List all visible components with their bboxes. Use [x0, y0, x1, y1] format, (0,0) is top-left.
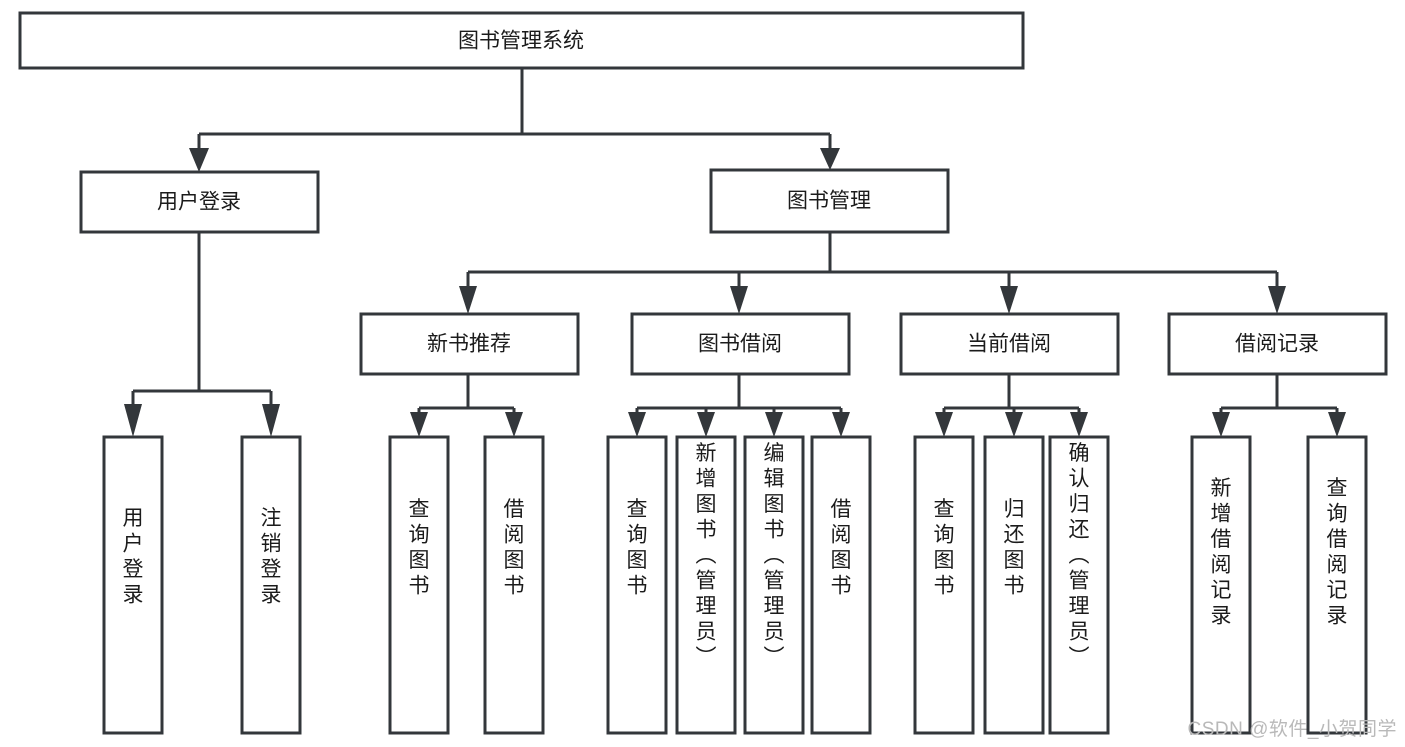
- leaf-newbook-query-box[interactable]: [388, 435, 450, 735]
- arrow-head-leaf-currentborrow-2: [1005, 412, 1023, 437]
- leaf-bookborrow-borrow-box[interactable]: [810, 435, 872, 735]
- arrow-head-leaf-bookborrow-4: [832, 412, 850, 437]
- arrow-head-new-book: [459, 286, 477, 314]
- arrow-head-borrow-record: [1268, 286, 1286, 314]
- node-book-management-box[interactable]: [709, 168, 950, 234]
- leaf-user-login-box[interactable]: [102, 435, 164, 735]
- arrow-head-leaf-bookborrow-2: [697, 412, 715, 437]
- arrow-head-book-borrow: [730, 286, 748, 314]
- leaf-node[interactable]: 新增借阅记录: [1190, 435, 1252, 735]
- leaf-borrowrecord-add-box[interactable]: [1190, 435, 1252, 735]
- arrow-head-user-login: [189, 148, 209, 172]
- leaf-bookborrow-borrow-label: 借阅图书: [831, 498, 852, 598]
- leaf-currentborrow-confirm-box[interactable]: [1048, 435, 1110, 735]
- arrow-head-leaf-user-login-2: [262, 404, 280, 437]
- node-current-borrow-label: 当前借阅: [967, 333, 1051, 356]
- leaf-currentborrow-confirm-label: 确认归还︵管理员︶: [1069, 442, 1090, 669]
- leaf-node[interactable]: 确认归还︵管理员︶: [1048, 435, 1110, 735]
- node-user-login-label: 用户登录: [157, 191, 241, 214]
- leaf-node[interactable]: 注销登录: [240, 435, 302, 735]
- node-borrow-record-label: 借阅记录: [1235, 333, 1319, 356]
- leaf-bookborrow-query-label: 查询图书: [627, 498, 648, 598]
- leaf-logout-label: 注销登录: [261, 507, 282, 607]
- node-new-book-recommend[interactable]: 新书推荐: [359, 312, 580, 376]
- node-root[interactable]: 图书管理系统: [18, 11, 1025, 70]
- node-current-borrow-box[interactable]: [899, 312, 1120, 376]
- node-borrow-record[interactable]: 借阅记录: [1167, 312, 1388, 376]
- leaf-node[interactable]: 查询借阅记录: [1306, 435, 1368, 735]
- arrow-head-leaf-user-login-1: [124, 404, 142, 437]
- leaf-node[interactable]: 归还图书: [983, 435, 1045, 735]
- leaf-bookborrow-edit-label: 编辑图书︵管理员︶: [764, 442, 785, 669]
- leaf-currentborrow-return-label: 归还图书: [1004, 498, 1025, 598]
- node-user-login-box[interactable]: [79, 170, 320, 234]
- node-book-management-label: 图书管理: [787, 190, 871, 213]
- node-book-management[interactable]: 图书管理: [709, 168, 950, 234]
- leaf-node[interactable]: 查询图书: [913, 435, 975, 735]
- arrow-head-leaf-currentborrow-1: [935, 412, 953, 437]
- node-current-borrow[interactable]: 当前借阅: [899, 312, 1120, 376]
- leaf-newbook-query-label: 查询图书: [409, 498, 430, 598]
- leaf-bookborrow-query-box[interactable]: [606, 435, 668, 735]
- leaf-currentborrow-query-label: 查询图书: [934, 498, 955, 598]
- leaf-bookborrow-edit-box[interactable]: [743, 435, 805, 735]
- leaf-bookborrow-add-box[interactable]: [675, 435, 737, 735]
- arrow-head-leaf-borrowrecord-2: [1328, 412, 1346, 437]
- node-user-login[interactable]: 用户登录: [79, 170, 320, 234]
- leaf-newbook-borrow-box[interactable]: [483, 435, 545, 735]
- connector-layer: [124, 68, 1346, 437]
- arrow-head-leaf-newbook-2: [505, 412, 523, 437]
- node-new-book-recommend-label: 新书推荐: [427, 333, 511, 356]
- node-book-borrow-label: 图书借阅: [698, 333, 782, 356]
- leaf-borrowrecord-query-label: 查询借阅记录: [1327, 477, 1348, 628]
- arrow-head-current-borrow: [1000, 286, 1018, 314]
- node-book-borrow[interactable]: 图书借阅: [630, 312, 851, 376]
- node-new-book-recommend-box[interactable]: [359, 312, 580, 376]
- leaf-node[interactable]: 查询图书: [606, 435, 668, 735]
- node-root-label: 图书管理系统: [458, 30, 584, 53]
- arrow-head-leaf-bookborrow-3: [765, 412, 783, 437]
- leaf-user-login-label: 用户登录: [123, 507, 144, 607]
- arrow-head-leaf-borrowrecord-1: [1212, 412, 1230, 437]
- leaf-node[interactable]: 用户登录: [102, 435, 164, 735]
- arrow-head-leaf-newbook-1: [410, 412, 428, 437]
- leaf-node[interactable]: 借阅图书: [810, 435, 872, 735]
- leaf-node[interactable]: 借阅图书: [483, 435, 545, 735]
- leaf-currentborrow-query-box[interactable]: [913, 435, 975, 735]
- node-root-box[interactable]: [18, 11, 1025, 70]
- leaf-node[interactable]: 查询图书: [388, 435, 450, 735]
- leaf-borrowrecord-add-label: 新增借阅记录: [1211, 477, 1232, 628]
- arrow-head-book-mgmt: [820, 148, 840, 170]
- leaf-currentborrow-return-box[interactable]: [983, 435, 1045, 735]
- arrow-head-leaf-bookborrow-1: [628, 412, 646, 437]
- leaf-node[interactable]: 编辑图书︵管理员︶: [743, 435, 805, 735]
- node-book-borrow-box[interactable]: [630, 312, 851, 376]
- leaf-borrowrecord-query-box[interactable]: [1306, 435, 1368, 735]
- leaf-node[interactable]: 新增图书︵管理员︶: [675, 435, 737, 735]
- node-borrow-record-box[interactable]: [1167, 312, 1388, 376]
- leaf-logout-box[interactable]: [240, 435, 302, 735]
- leaf-newbook-borrow-label: 借阅图书: [504, 498, 525, 598]
- arrow-head-leaf-currentborrow-3: [1070, 412, 1088, 437]
- leaf-bookborrow-add-label: 新增图书︵管理员︶: [696, 442, 717, 669]
